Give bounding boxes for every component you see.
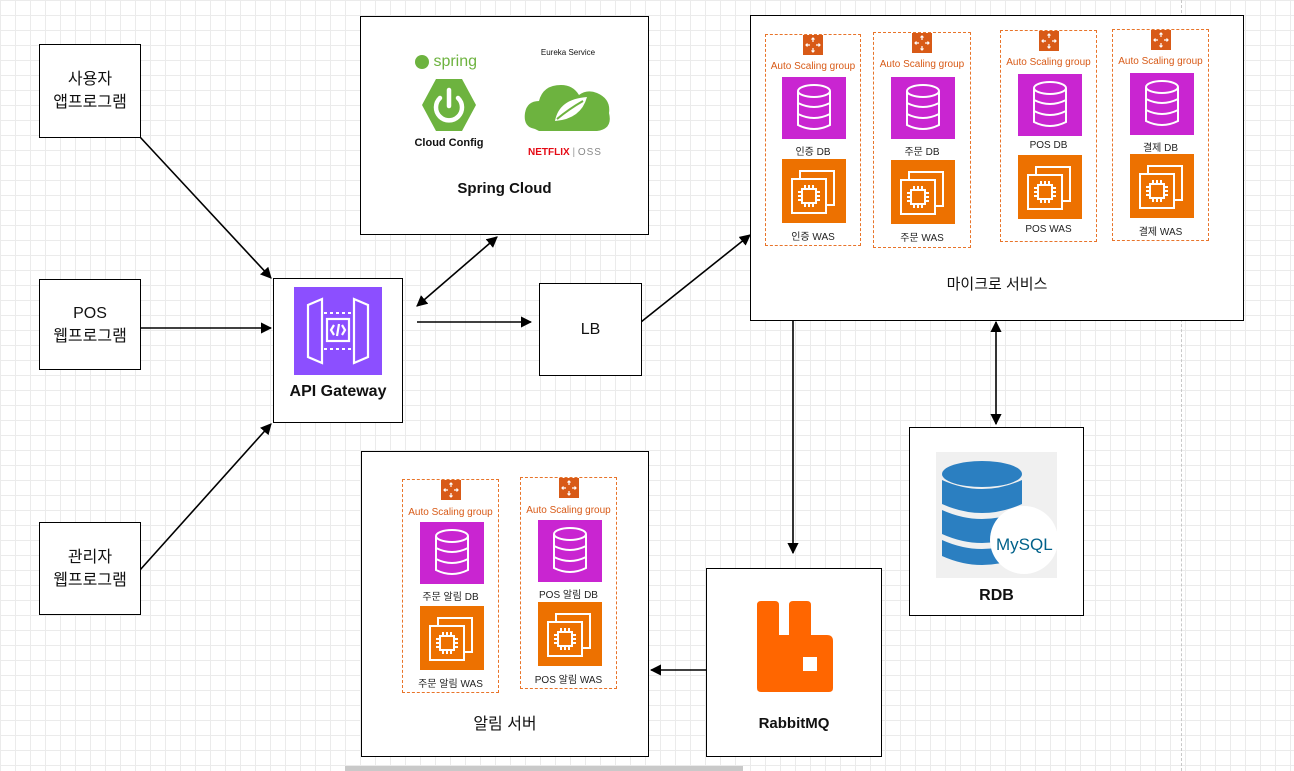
was-label: 주문 WAS bbox=[900, 233, 944, 244]
ec2-instance-icon bbox=[1130, 154, 1194, 218]
scaling-icon bbox=[558, 478, 579, 498]
db-label: POS DB bbox=[1029, 140, 1068, 151]
notify-asg-group-0[interactable]: Auto Scaling group 주문 알림 DB 주문 알림 WAS bbox=[402, 479, 499, 693]
lb-label: LB bbox=[580, 321, 601, 338]
lb-box[interactable]: LB bbox=[539, 283, 642, 376]
arrow-gateway-spring bbox=[416, 236, 498, 307]
api-gateway-box[interactable]: API Gateway bbox=[273, 278, 403, 423]
asg-title: Auto Scaling group bbox=[408, 507, 493, 518]
ec2-instance-icon bbox=[1018, 155, 1082, 219]
user-app-label: 사용자 앱프로그램 bbox=[53, 71, 127, 111]
spring-wordmark: spring bbox=[415, 53, 477, 71]
asg-title: Auto Scaling group bbox=[770, 61, 856, 72]
mysql-icon: MySQL bbox=[936, 452, 1058, 578]
asg-title: Auto Scaling group bbox=[1118, 56, 1203, 67]
scaling-icon bbox=[1150, 30, 1171, 50]
admin-web-box[interactable]: 관리자 웹프로그램 bbox=[39, 522, 141, 615]
arrow-lb-to-ms bbox=[640, 234, 751, 323]
eureka-caption: Eureka Service bbox=[540, 48, 596, 57]
scaling-icon bbox=[912, 33, 932, 53]
was-label: 결제 WAS bbox=[1138, 227, 1183, 238]
rabbitmq-icon bbox=[755, 599, 835, 694]
spring-cloud-box[interactable]: spring Cloud Config Eureka Service NETFL… bbox=[360, 16, 649, 235]
database-icon bbox=[1130, 73, 1194, 135]
scaling-icon bbox=[1038, 31, 1059, 51]
api-gateway-icon bbox=[294, 287, 382, 375]
asg-title: Auto Scaling group bbox=[879, 59, 965, 70]
scaling-icon bbox=[803, 35, 823, 55]
pos-web-box[interactable]: POS 웹프로그램 bbox=[39, 279, 141, 370]
api-gateway-label: API Gateway bbox=[289, 383, 387, 400]
db-label: 주문 알림 DB bbox=[422, 592, 479, 603]
mysql-label: MySQL bbox=[996, 535, 1053, 554]
spring-power-icon bbox=[419, 75, 479, 135]
horizontal-scrollbar[interactable] bbox=[345, 766, 743, 771]
rdb-box[interactable]: MySQL RDB bbox=[909, 427, 1084, 616]
ec2-instance-icon bbox=[782, 159, 846, 223]
database-icon bbox=[538, 520, 602, 582]
db-label: 주문 DB bbox=[904, 147, 940, 158]
page-guide-line bbox=[1181, 0, 1182, 771]
pos-web-label: POS 웹프로그램 bbox=[53, 304, 127, 345]
notification-title: 알림 서버 bbox=[473, 716, 537, 733]
asg-title: Auto Scaling group bbox=[1006, 57, 1091, 68]
ec2-instance-icon bbox=[538, 602, 602, 666]
rabbitmq-title: RabbitMQ bbox=[758, 715, 830, 732]
db-label: POS 알림 DB bbox=[539, 590, 598, 601]
spring-leaf-icon bbox=[521, 69, 617, 139]
microservices-title: 마이크로 서비스 bbox=[946, 276, 1048, 293]
spring-cloud-title: Spring Cloud bbox=[457, 180, 552, 197]
was-label: 인증 WAS bbox=[791, 232, 835, 243]
rdb-title: RDB bbox=[979, 587, 1014, 604]
db-label: 결제 DB bbox=[1142, 143, 1179, 154]
database-icon bbox=[420, 522, 484, 584]
was-label: POS 알림 WAS bbox=[534, 675, 603, 686]
asg-title: Auto Scaling group bbox=[526, 505, 611, 516]
was-label: 주문 알림 WAS bbox=[418, 679, 483, 690]
ec2-instance-icon bbox=[420, 606, 484, 670]
database-icon bbox=[782, 77, 846, 139]
arrow-admin-to-gateway bbox=[139, 423, 272, 571]
ms-asg-group-0[interactable]: Auto Scaling group 인증 DB 인증 WAS bbox=[765, 34, 861, 246]
scaling-icon bbox=[440, 480, 461, 500]
admin-web-label: 관리자 웹프로그램 bbox=[53, 548, 127, 589]
user-app-box[interactable]: 사용자 앱프로그램 bbox=[39, 44, 141, 138]
cloud-config-label: Cloud Config bbox=[414, 137, 484, 149]
ms-asg-group-3[interactable]: Auto Scaling group 결제 DB 결제 WAS bbox=[1112, 29, 1209, 241]
database-icon bbox=[891, 77, 955, 139]
database-icon bbox=[1018, 74, 1082, 136]
netflix-oss-logo: NETFLIX | OSS bbox=[528, 147, 602, 158]
rabbitmq-box[interactable]: RabbitMQ bbox=[706, 568, 882, 757]
ms-asg-group-1[interactable]: Auto Scaling group 주문 DB 주문 WAS bbox=[873, 32, 971, 248]
ec2-instance-icon bbox=[891, 160, 955, 224]
was-label: POS WAS bbox=[1025, 224, 1072, 235]
db-label: 인증 DB bbox=[795, 147, 831, 158]
arrow-user-to-gateway bbox=[139, 136, 272, 279]
spring-leaf-small-icon bbox=[415, 55, 429, 69]
